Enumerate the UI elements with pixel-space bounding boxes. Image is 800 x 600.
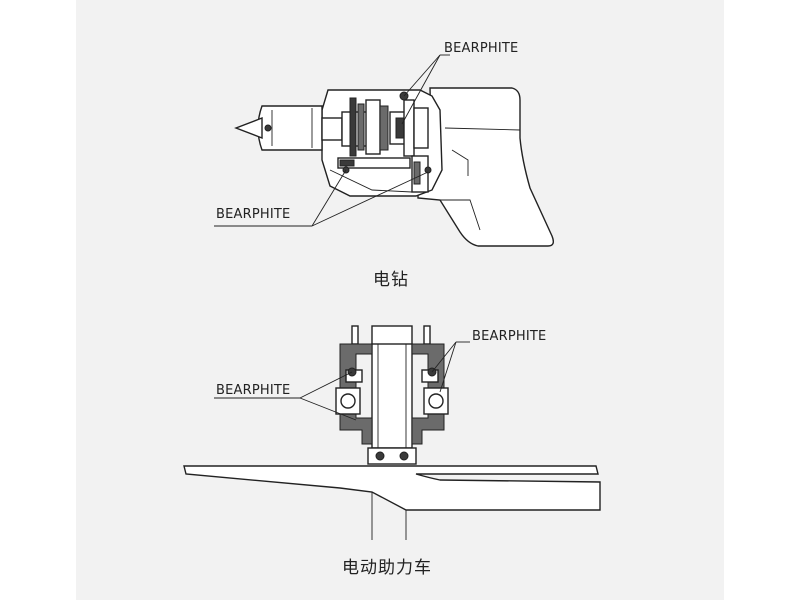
ebike-leader-lines xyxy=(214,341,470,421)
drill-label-top: BEARPHITE xyxy=(444,41,518,56)
drill-leader-lines xyxy=(214,54,450,227)
ebike-label-left: BEARPHITE xyxy=(216,383,290,398)
drill-caption: 电钻 xyxy=(373,270,409,290)
ebike-label-right: BEARPHITE xyxy=(472,329,546,344)
drill-illustration xyxy=(234,87,555,247)
drill-label-bottom: BEARPHITE xyxy=(216,207,290,222)
ebike-hub-illustration xyxy=(183,325,601,540)
ebike-caption: 电动助力车 xyxy=(342,558,432,578)
